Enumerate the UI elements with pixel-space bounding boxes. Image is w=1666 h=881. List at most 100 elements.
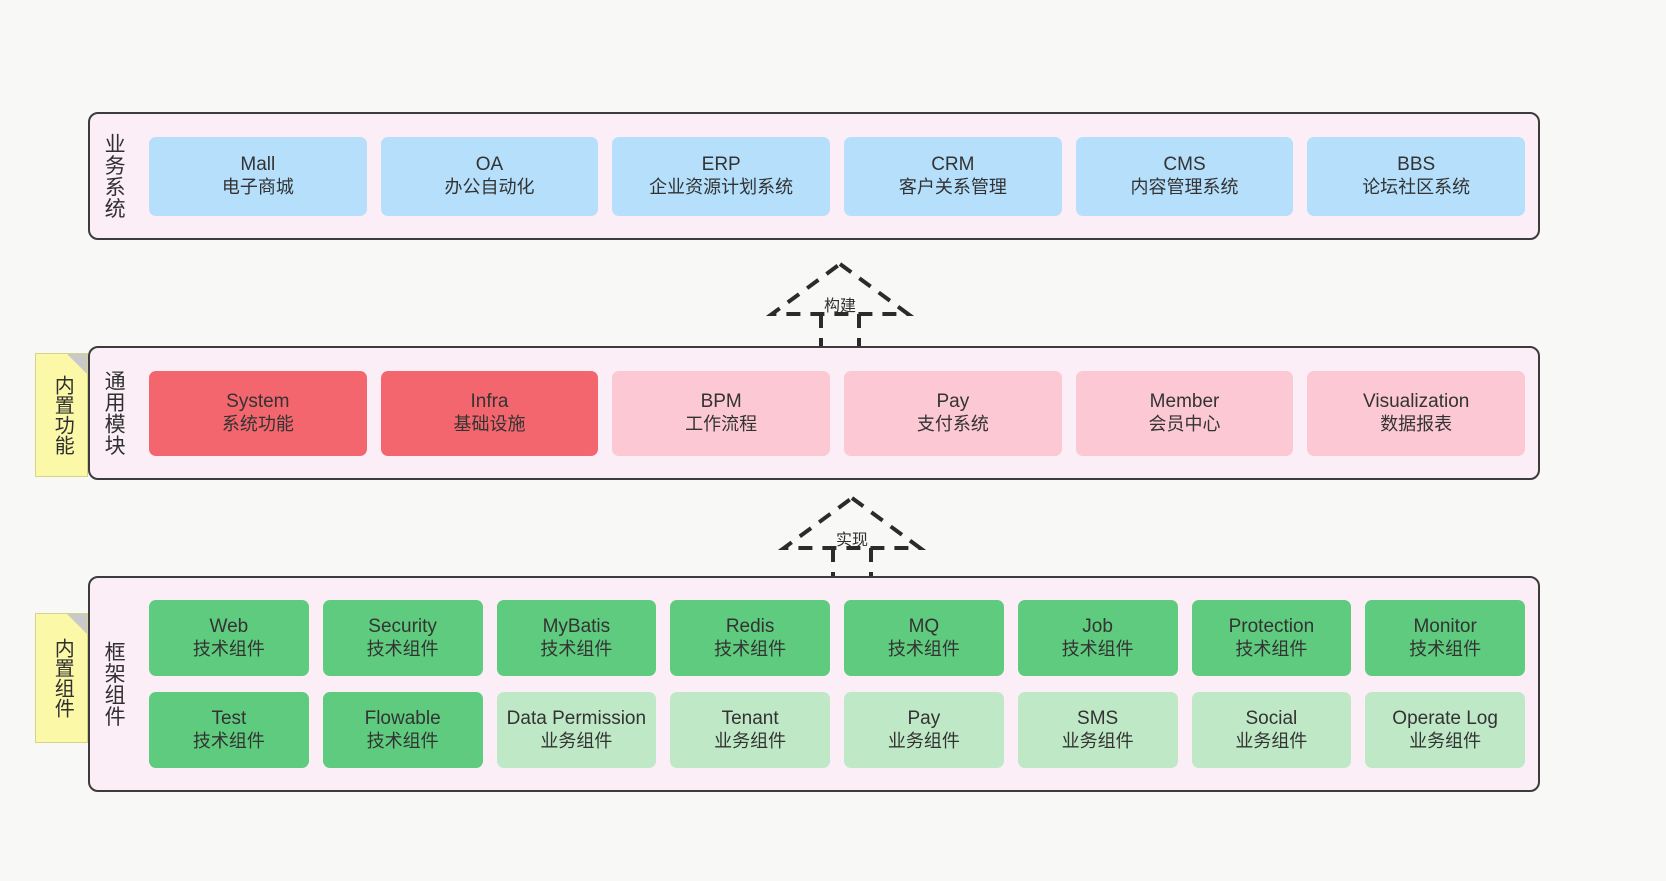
card-title: MQ <box>908 616 940 638</box>
card-subtitle: 业务组件 <box>714 730 787 751</box>
sticky-note-builtin-component: 内置组件 <box>35 613 88 743</box>
card-subtitle: 技术组件 <box>714 638 787 659</box>
card-title: Pay <box>936 391 970 413</box>
card-subtitle: 技术组件 <box>1409 638 1482 659</box>
arrow-shaft <box>819 314 861 348</box>
realize-generalization-arrow: 实现 <box>772 492 932 582</box>
card-title: Pay <box>907 708 941 730</box>
card-subtitle: 系统功能 <box>221 413 294 434</box>
card-title: Social <box>1245 708 1298 730</box>
framework-layer-label: 框架组件 <box>102 641 126 727</box>
card-subtitle: 会员中心 <box>1148 413 1221 434</box>
card-subtitle: 技术组件 <box>1235 638 1308 659</box>
card-title: Test <box>211 708 247 730</box>
card-title: MyBatis <box>542 616 611 638</box>
sticky-note-builtin-function: 内置功能 <box>35 353 88 477</box>
arrow-head-triangle <box>777 495 927 550</box>
card-subtitle: 办公自动化 <box>444 176 535 197</box>
card-subtitle: 企业资源计划系统 <box>649 176 794 197</box>
card-subtitle: 支付系统 <box>916 413 989 434</box>
business-layer-label: 业务系统 <box>102 133 126 219</box>
card-title: SMS <box>1077 708 1119 730</box>
card-title: Member <box>1149 391 1220 413</box>
card-title: CMS <box>1163 154 1206 176</box>
card-subtitle: 技术组件 <box>192 638 265 659</box>
arrow-head-triangle <box>765 261 915 316</box>
card-subtitle: 论坛社区系统 <box>1362 176 1471 197</box>
card-title: Data Permission <box>506 708 647 730</box>
build-arrow-label: 构建 <box>823 298 857 315</box>
card-title: ERP <box>701 154 741 176</box>
card-title: System <box>226 391 290 413</box>
sticky-note-label: 内置功能 <box>51 375 74 455</box>
card-subtitle: 数据报表 <box>1380 413 1453 434</box>
card-subtitle: 业务组件 <box>887 730 960 751</box>
card-title: OA <box>475 154 504 176</box>
card-subtitle: 业务组件 <box>1061 730 1134 751</box>
card-subtitle: 工作流程 <box>685 413 758 434</box>
card-title: Redis <box>725 616 775 638</box>
card-title: Monitor <box>1413 616 1477 638</box>
card-subtitle: 业务组件 <box>540 730 613 751</box>
sticky-note-label: 内置组件 <box>51 638 74 718</box>
card-title: Flowable <box>364 708 441 730</box>
card-title: Operate Log <box>1392 708 1498 730</box>
card-subtitle: 客户关系管理 <box>898 176 1007 197</box>
common-layer-label: 通用模块 <box>102 370 126 456</box>
card-subtitle: 内容管理系统 <box>1130 176 1239 197</box>
card-subtitle: 技术组件 <box>887 638 960 659</box>
card-title: Job <box>1082 616 1113 638</box>
sticky-fold-corner-icon <box>67 354 87 374</box>
card-title: Infra <box>470 391 509 413</box>
card-subtitle: 技术组件 <box>366 730 439 751</box>
card-title: Tenant <box>721 708 779 730</box>
card-subtitle: 技术组件 <box>540 638 613 659</box>
card-title: BPM <box>700 391 742 413</box>
card-subtitle: 电子商城 <box>221 176 294 197</box>
card-subtitle: 技术组件 <box>1061 638 1134 659</box>
card-title: Mall <box>240 154 276 176</box>
card-subtitle: 技术组件 <box>192 730 265 751</box>
card-title: CRM <box>931 154 975 176</box>
card-title: BBS <box>1397 154 1436 176</box>
sticky-fold-corner-icon <box>67 614 87 634</box>
build-generalization-arrow: 构建 <box>760 258 920 348</box>
card-title: Security <box>368 616 437 638</box>
card-subtitle: 技术组件 <box>366 638 439 659</box>
